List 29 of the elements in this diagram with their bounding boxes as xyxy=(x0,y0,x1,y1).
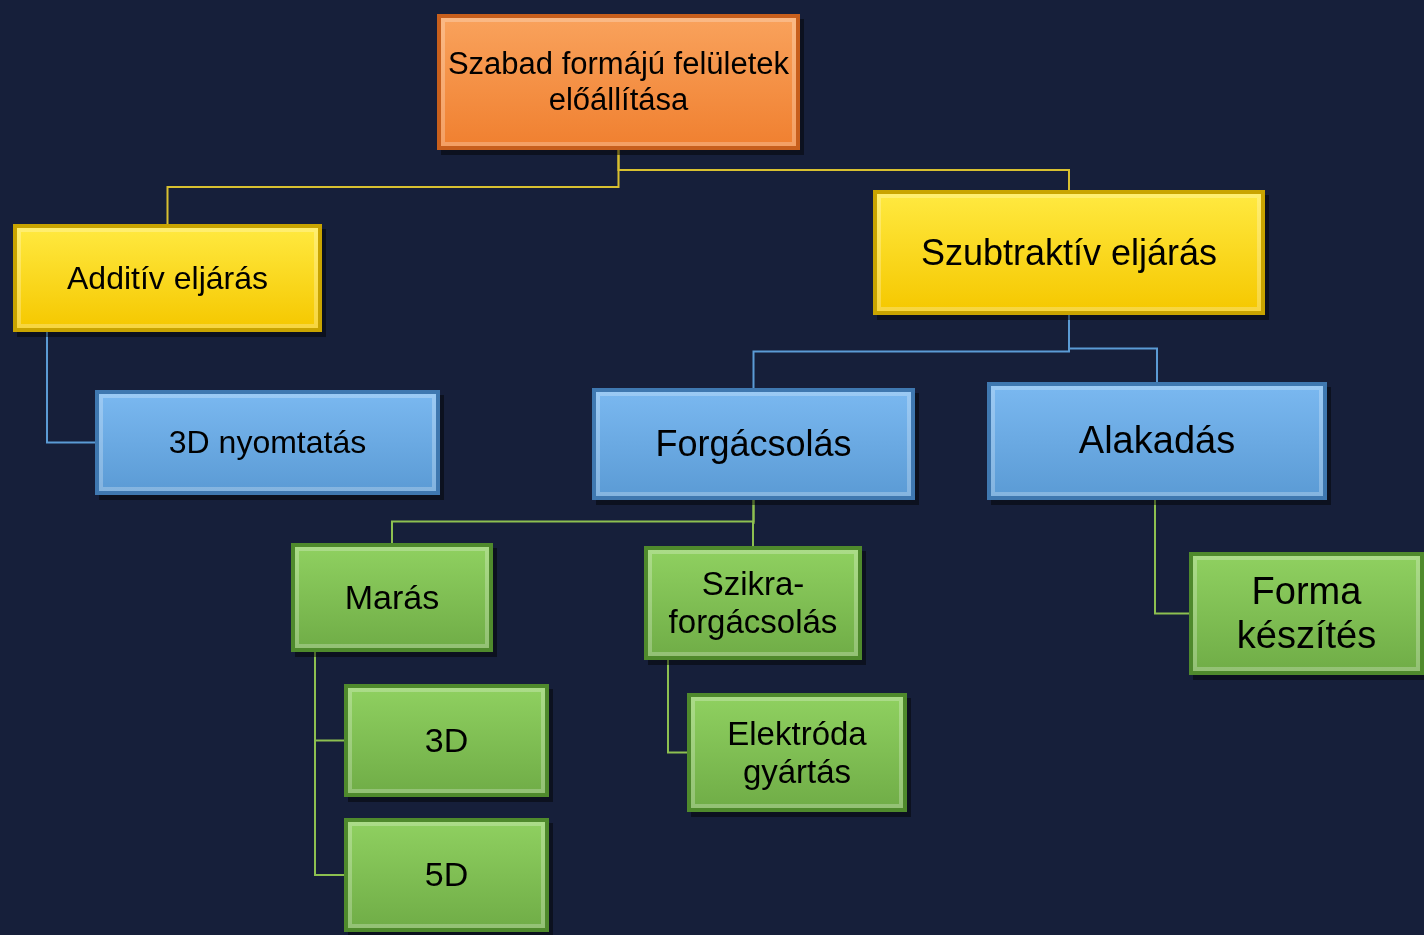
process-box xyxy=(1189,552,1424,675)
connector-line xyxy=(46,331,96,444)
connector-line xyxy=(1154,499,1190,615)
process-box xyxy=(987,382,1327,500)
connector-line xyxy=(667,659,688,754)
node-label: Marás xyxy=(344,577,440,618)
node-label: Szubtraktív eljárás xyxy=(920,231,1218,274)
node-label: Alakadás xyxy=(1078,419,1236,463)
process-box xyxy=(644,546,862,660)
node-label: Elektróda gyártás xyxy=(726,714,868,791)
connector-line xyxy=(752,499,755,547)
process-box xyxy=(592,388,915,500)
node-label: Forgácsolás xyxy=(655,423,852,465)
process-box xyxy=(437,14,800,150)
process-box xyxy=(291,543,493,652)
process-box xyxy=(95,390,440,495)
node-label: 3D xyxy=(424,720,469,761)
node-label: Forma készítés xyxy=(1235,569,1378,658)
process-box xyxy=(13,224,322,332)
process-box xyxy=(687,693,907,812)
node-label: Szabad formájú felületek előállítása xyxy=(446,46,791,118)
node-label: 3D nyomtatás xyxy=(168,424,367,461)
process-box xyxy=(344,684,549,797)
connector-line xyxy=(617,149,1070,191)
node-label: Szikra- forgácsolás xyxy=(667,565,839,641)
process-box xyxy=(344,818,549,932)
node-label: 5D xyxy=(424,855,469,895)
node-label: Additív eljárás xyxy=(67,259,268,297)
process-box xyxy=(873,190,1265,315)
